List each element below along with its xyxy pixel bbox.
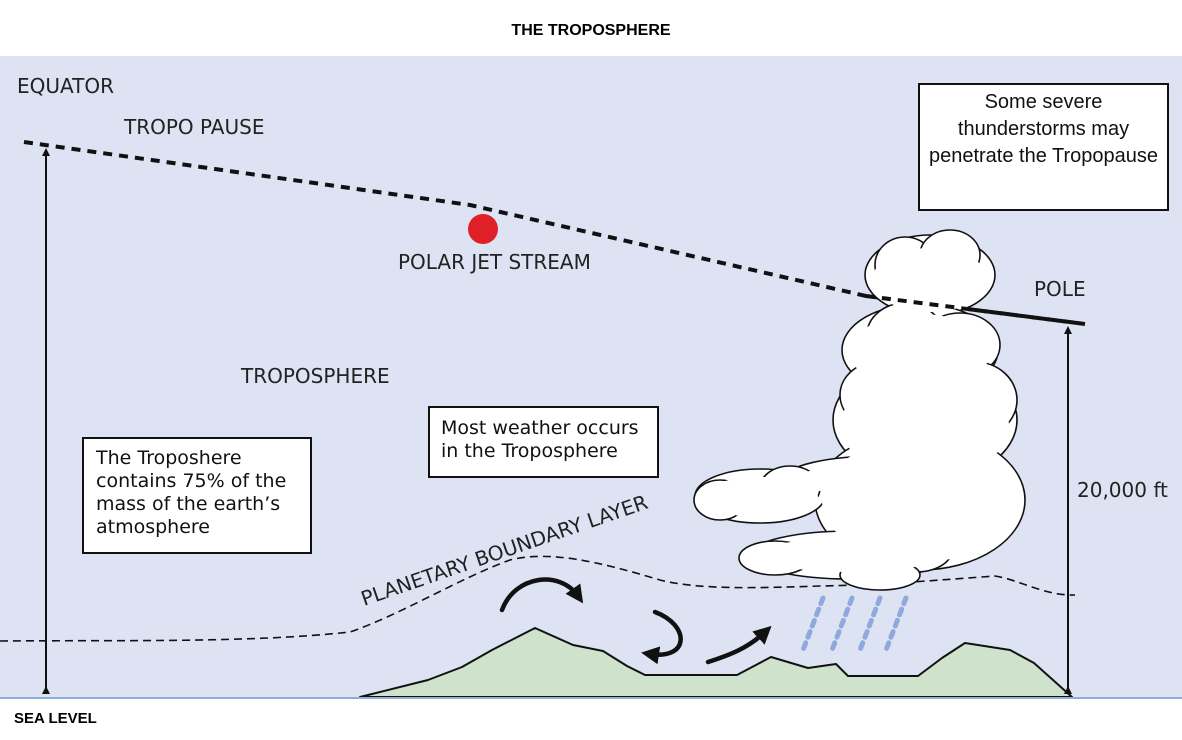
thunderstorm-note: Some severe thunderstorms may penetrate … [918, 83, 1169, 211]
pole-label: POLE [1034, 277, 1086, 301]
rain-streaks [800, 595, 909, 653]
diagram-title: THE TROPOSPHERE [511, 22, 671, 39]
sea-level-label: SEA LEVEL [14, 710, 97, 727]
mountain-range [359, 627, 1073, 698]
tropopause-over-cloud [865, 294, 1086, 326]
mass-note: The Troposhere contains 75% of the mass … [82, 437, 312, 554]
altitude-label: 20,000 ft [1077, 478, 1168, 502]
tropopause-label: TROPO PAUSE [123, 115, 264, 139]
weather-note: Most weather occurs in the Troposphere [428, 406, 659, 478]
troposphere-label: TROPOSPHERE [240, 364, 390, 388]
boundary-layer-line [0, 555, 1076, 642]
tropopause-line [23, 140, 1086, 326]
equator-label: EQUATOR [17, 74, 114, 98]
cloud-fill [702, 248, 1018, 583]
jet-stream-dot [468, 214, 498, 244]
jet-stream-label: POLAR JET STREAM [398, 250, 591, 274]
circulation-arrows [499, 577, 772, 665]
